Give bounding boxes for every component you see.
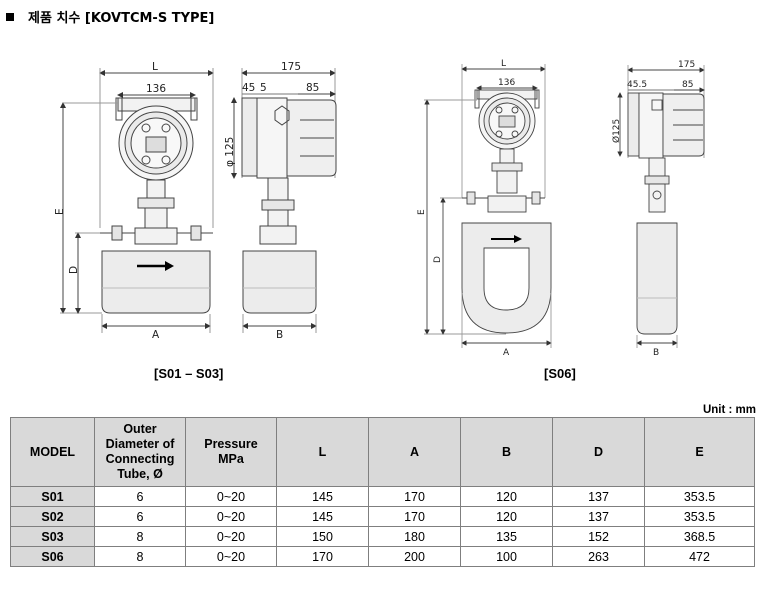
header-E: E bbox=[644, 417, 755, 487]
dim-85-right: 85 bbox=[682, 80, 693, 90]
dim-L-right: L bbox=[501, 59, 506, 69]
cell-L: 145 bbox=[276, 486, 369, 507]
cell-E: 472 bbox=[644, 546, 755, 567]
cell-A: 170 bbox=[368, 486, 461, 507]
cell-L: 145 bbox=[276, 506, 369, 527]
cell-B: 120 bbox=[460, 506, 553, 527]
left-front-view bbox=[60, 68, 214, 333]
header-pressure: Pressure MPa bbox=[185, 417, 277, 487]
cell-B: 135 bbox=[460, 526, 553, 547]
header-outer-diameter: Outer Diameter of Connecting Tube, Ø bbox=[94, 417, 186, 487]
dim-A-left: A bbox=[152, 329, 160, 341]
cell-E: 368.5 bbox=[644, 526, 755, 547]
cell-pressure: 0~20 bbox=[185, 506, 277, 527]
dim-136-right: 136 bbox=[498, 78, 515, 88]
dim-175-right: 175 bbox=[678, 60, 695, 70]
cell-pressure: 0~20 bbox=[185, 526, 277, 547]
cell-D: 152 bbox=[552, 526, 645, 547]
caption-s01-s03: [S01 – S03] bbox=[154, 366, 224, 381]
drawings-svg: L 136 E D A 175 45 bbox=[54, 59, 705, 358]
cell-model: S03 bbox=[10, 526, 95, 547]
cell-diameter: 6 bbox=[94, 486, 186, 507]
table-header-row: MODEL Outer Diameter of Connecting Tube,… bbox=[10, 417, 755, 487]
dim-D-right: D bbox=[433, 256, 443, 263]
dim-5-left: 5 bbox=[260, 82, 267, 94]
dim-85-left: 85 bbox=[306, 82, 319, 94]
cell-L: 170 bbox=[276, 546, 369, 567]
cell-E: 353.5 bbox=[644, 506, 755, 527]
unit-label: Unit : mm bbox=[702, 404, 756, 416]
cell-pressure: 0~20 bbox=[185, 546, 277, 567]
cell-B: 100 bbox=[460, 546, 553, 567]
section-title-text: 제품 치수 [KOVTCM-S TYPE] bbox=[28, 11, 215, 26]
cell-model: S02 bbox=[10, 506, 95, 527]
cell-model: S06 bbox=[10, 546, 95, 567]
dim-E-left: E bbox=[54, 208, 66, 215]
cell-pressure: 0~20 bbox=[185, 486, 277, 507]
cell-diameter: 8 bbox=[94, 526, 186, 547]
cell-A: 200 bbox=[368, 546, 461, 567]
table-row: S03 8 0~20 150 180 135 152 368.5 bbox=[10, 526, 755, 547]
dim-L-left: L bbox=[152, 61, 158, 73]
section-title: 제품 치수 [KOVTCM-S TYPE] bbox=[6, 7, 214, 26]
header-A: A bbox=[368, 417, 461, 487]
dim-175-left: 175 bbox=[281, 61, 301, 73]
dim-E-right: E bbox=[417, 209, 427, 215]
table-row: S02 6 0~20 145 170 120 137 353.5 bbox=[10, 506, 755, 527]
cell-D: 263 bbox=[552, 546, 645, 567]
dim-45-left: 45 bbox=[242, 82, 255, 94]
header-D: D bbox=[552, 417, 645, 487]
table-row: S06 8 0~20 170 200 100 263 472 bbox=[10, 546, 755, 567]
header-B: B bbox=[460, 417, 553, 487]
cell-model: S01 bbox=[10, 486, 95, 507]
dim-B-left: B bbox=[276, 329, 283, 341]
dim-136-left: 136 bbox=[146, 83, 166, 95]
right-front-view bbox=[424, 64, 552, 348]
cell-B: 120 bbox=[460, 486, 553, 507]
dimension-table: MODEL Outer Diameter of Connecting Tube,… bbox=[10, 417, 755, 567]
caption-s06: [S06] bbox=[544, 366, 576, 381]
cell-A: 180 bbox=[368, 526, 461, 547]
cell-L: 150 bbox=[276, 526, 369, 547]
header-model: MODEL bbox=[10, 417, 95, 487]
cell-D: 137 bbox=[552, 506, 645, 527]
dim-phi125-left: φ 125 bbox=[224, 137, 236, 167]
cell-diameter: 8 bbox=[94, 546, 186, 567]
dim-A-right: A bbox=[503, 348, 510, 358]
cell-diameter: 6 bbox=[94, 506, 186, 527]
dim-D-left: D bbox=[68, 266, 80, 274]
dimension-drawings: L 136 E D A 175 45 bbox=[0, 58, 764, 358]
header-L: L bbox=[276, 417, 369, 487]
square-bullet-icon bbox=[6, 13, 14, 21]
dim-B-right: B bbox=[653, 348, 659, 358]
left-side-view bbox=[231, 68, 337, 333]
dim-phi125-right: Ø125 bbox=[611, 119, 622, 143]
right-side-view bbox=[617, 65, 705, 348]
dim-455-right: 45.5 bbox=[627, 80, 647, 90]
cell-D: 137 bbox=[552, 486, 645, 507]
cell-A: 170 bbox=[368, 506, 461, 527]
cell-E: 353.5 bbox=[644, 486, 755, 507]
table-row: S01 6 0~20 145 170 120 137 353.5 bbox=[10, 486, 755, 507]
